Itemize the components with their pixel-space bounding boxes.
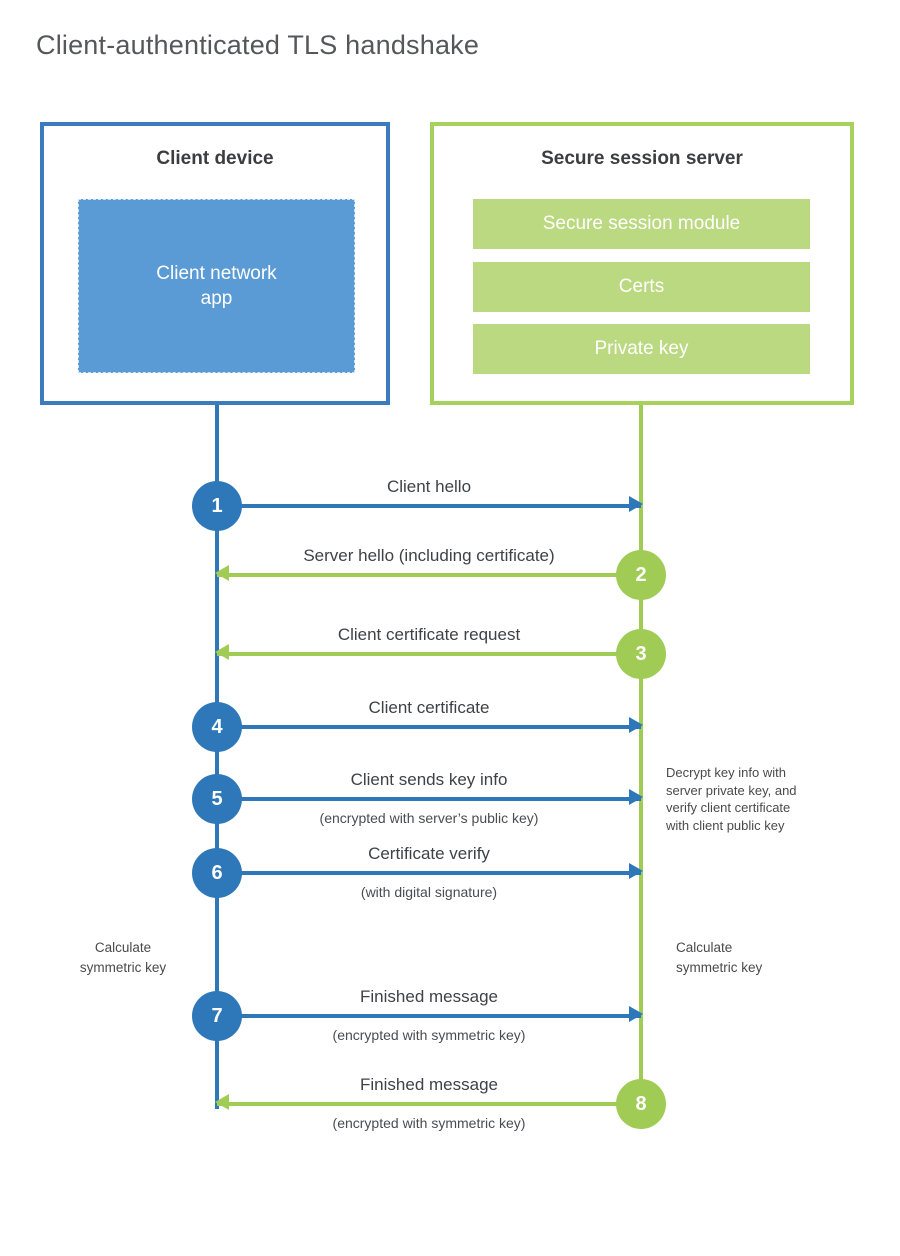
message-5-sublabel: (encrypted with server’s public key) [319, 810, 539, 826]
arrow-right-icon [629, 717, 643, 733]
message-8-label: Finished message [360, 1075, 498, 1094]
step-7-badge: 7 [192, 991, 242, 1041]
step-1-badge: 1 [192, 481, 242, 531]
page-title: Client-authenticated TLS handshake [36, 30, 480, 60]
client-lifeline [215, 403, 219, 1109]
arrow-right-icon [629, 1006, 643, 1022]
arrow-left-icon [215, 565, 229, 581]
step-4-badge: 4 [192, 702, 242, 752]
arrow-left-icon [215, 1094, 229, 1110]
message-1-label: Client hello [386, 477, 472, 496]
step-3-badge: 3 [616, 629, 666, 679]
message-3-label: Client certificate request [337, 625, 521, 644]
message-4-arrow [217, 717, 643, 733]
client-device-title: Client device [156, 148, 274, 169]
server-module-private-key: Private key [473, 324, 810, 374]
secure-session-server-title: Secure session server [541, 148, 743, 169]
server-module-secure-session: Secure session module [473, 199, 810, 249]
message-7-arrow [217, 1006, 643, 1022]
message-2-arrow [215, 565, 641, 581]
server-lifeline [639, 403, 643, 1104]
client-network-app-box: Client network app [78, 199, 355, 373]
step-6-badge: 6 [192, 848, 242, 898]
message-5-arrow [217, 789, 643, 805]
client-network-app-label: Client network app [156, 262, 277, 309]
message-5-label: Client sends key info [350, 770, 508, 789]
arrow-left-icon [215, 644, 229, 660]
calculate-symmetric-key-server: Calculate symmetric key [676, 940, 763, 975]
arrow-right-icon [629, 863, 643, 879]
server-decrypt-note: Decrypt key info with server private key… [666, 765, 797, 833]
message-4-label: Client certificate [368, 698, 490, 717]
message-6-sublabel: (with digital signature) [360, 884, 498, 900]
step-2-badge: 2 [616, 550, 666, 600]
arrow-right-icon [629, 496, 643, 512]
message-8-arrow [215, 1094, 641, 1110]
message-7-label: Finished message [360, 987, 498, 1006]
message-7-sublabel: (encrypted with symmetric key) [332, 1027, 526, 1043]
message-1-arrow [217, 496, 643, 512]
message-3-arrow [215, 644, 641, 660]
arrow-right-icon [629, 789, 643, 805]
message-6-arrow [217, 863, 643, 879]
step-8-badge: 8 [616, 1079, 666, 1129]
message-8-sublabel: (encrypted with symmetric key) [332, 1115, 526, 1131]
message-6-label: Certificate verify [368, 844, 490, 863]
step-5-badge: 5 [192, 774, 242, 824]
server-module-certs: Certs [473, 262, 810, 312]
calculate-symmetric-key-client: Calculate symmetric key [79, 940, 167, 975]
message-2-label: Server hello (including certificate) [303, 546, 555, 565]
